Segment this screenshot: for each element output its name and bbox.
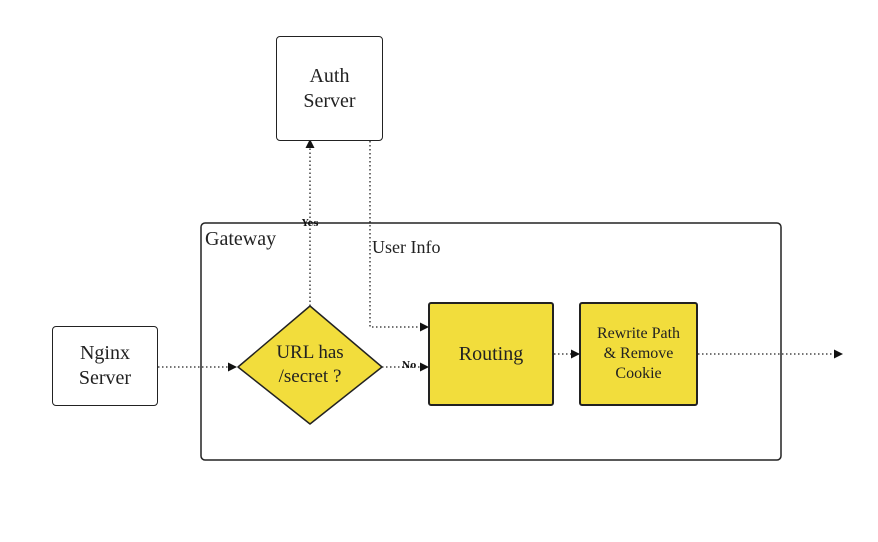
edge-auth-to-routing <box>369 141 429 332</box>
decision-node-label: URL has /secret ? <box>276 342 344 387</box>
no-edge-label: No <box>402 361 417 371</box>
rewrite-path-node: Rewrite Path & Remove Cookie <box>579 302 698 406</box>
routing-node: Routing <box>428 302 554 406</box>
yes-edge-label: Yes <box>302 219 319 229</box>
gateway-frame <box>200 222 782 461</box>
decision-diamond-shape <box>237 305 383 425</box>
nginx-server-node: Nginx Server <box>52 326 158 406</box>
gateway-label: Gateway <box>205 228 277 250</box>
user-info-label: User Info <box>372 237 441 257</box>
auth-server-node: Auth Server <box>276 36 383 141</box>
